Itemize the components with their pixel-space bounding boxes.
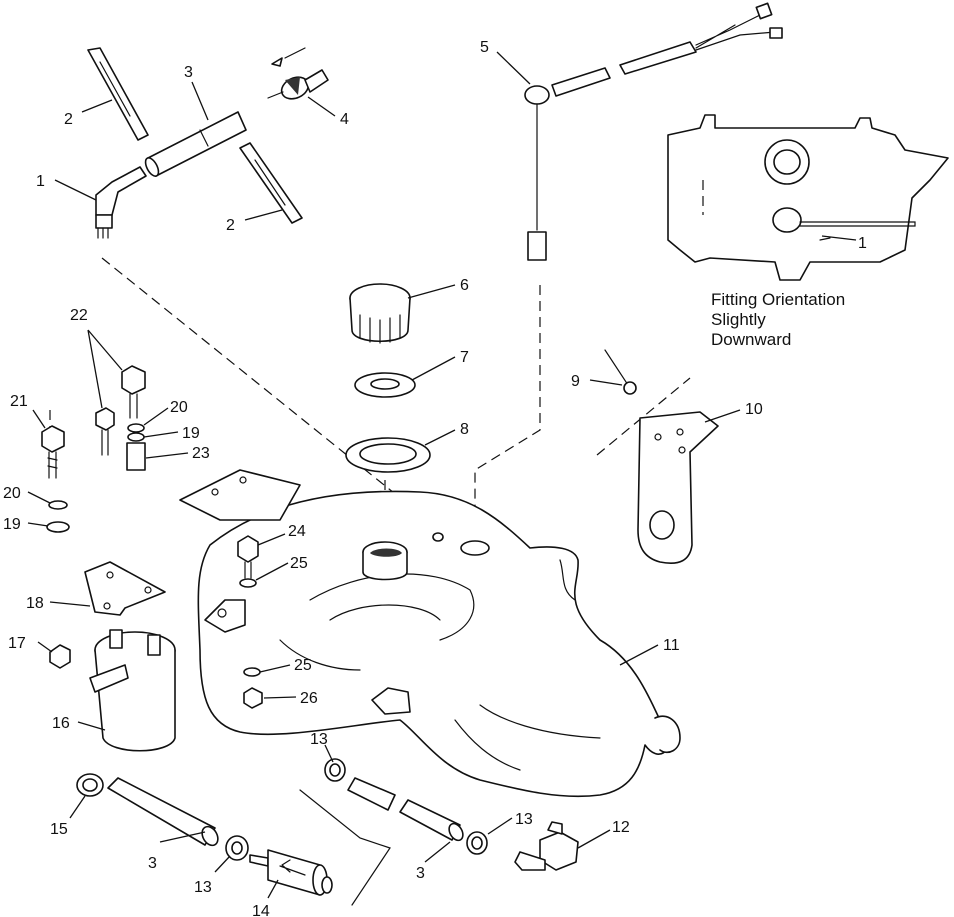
- note-line-1: Fitting Orientation: [711, 290, 846, 309]
- fuel-hose-lower-left: [107, 777, 219, 847]
- callout-19-b: 19: [3, 516, 21, 533]
- callout-13-a: 13: [310, 731, 328, 748]
- bolt-22-a: [121, 365, 146, 419]
- callout-1: 1: [36, 173, 45, 190]
- callout-15: 15: [50, 821, 68, 838]
- callout-6: 6: [460, 277, 469, 294]
- callout-3-b: 3: [148, 855, 157, 872]
- mounting-bracket: [637, 411, 719, 564]
- hose-clamp-lower: [239, 142, 303, 224]
- callout-16: 16: [52, 715, 70, 732]
- callout-5: 5: [480, 39, 489, 56]
- washer-20-b: [48, 500, 68, 510]
- bolt-22-b: [95, 407, 115, 456]
- callout-11: 11: [663, 637, 680, 654]
- inset-tank-view: [667, 114, 949, 281]
- nut-17: [49, 644, 71, 669]
- callout-22: 22: [70, 307, 88, 324]
- callout-10: 10: [745, 401, 763, 418]
- hose-clamp-13-c: [225, 835, 249, 861]
- fuel-hose-upper: [144, 111, 247, 177]
- callout-7: 7: [460, 349, 469, 366]
- fitting-orientation-note: Fitting Orientation Slightly Downward: [711, 290, 845, 350]
- washer-20-a: [127, 423, 145, 433]
- callout-19-a: 19: [182, 425, 200, 442]
- note-line-2: Slightly: [711, 310, 766, 329]
- washer-25-b: [243, 667, 261, 677]
- bolt-21: [41, 425, 65, 479]
- washer-19-a: [127, 432, 145, 442]
- callout-1-inset: 1: [858, 235, 867, 252]
- bolt-24: [237, 535, 259, 579]
- callout-24: 24: [288, 523, 306, 540]
- fuel-pump-16: [89, 629, 176, 752]
- hose-clamp-13-b: [466, 831, 488, 855]
- callout-25-a: 25: [290, 555, 308, 572]
- hose-clamp-13-a: [324, 758, 346, 782]
- callout-18: 18: [26, 595, 44, 612]
- callout-21: 21: [10, 393, 28, 410]
- callout-13-b: 13: [515, 811, 533, 828]
- filler-ring: [345, 437, 431, 473]
- callout-23: 23: [192, 445, 210, 462]
- callout-labels: 1 1 2 2 3 3 3 4 5 6 7 8 9 10 11 12 13 13…: [3, 39, 867, 917]
- mounting-plate-18: [84, 561, 166, 616]
- callout-9: 9: [571, 373, 580, 390]
- callout-20-a: 20: [170, 399, 188, 416]
- nut-26: [243, 687, 263, 709]
- leader-lines: [27, 51, 857, 899]
- lower-hose-routing-lines: [299, 789, 391, 906]
- fuel-tank: [197, 490, 681, 798]
- fuel-cap: [349, 283, 411, 344]
- fuel-filter-14: [249, 849, 333, 896]
- washer-25-a: [239, 578, 257, 588]
- upper-mounting-plate: [179, 469, 301, 521]
- callout-4: 4: [340, 111, 349, 128]
- hose-clamp-15: [76, 773, 104, 797]
- callout-20-b: 20: [3, 485, 21, 502]
- washer-19-b: [46, 521, 70, 533]
- cap-gasket: [354, 372, 416, 398]
- fuel-sender: [524, 2, 783, 261]
- callout-13-c: 13: [194, 879, 212, 896]
- callout-2-a: 2: [64, 111, 73, 128]
- callout-8: 8: [460, 421, 469, 438]
- spacer-23: [126, 442, 146, 471]
- note-line-3: Downward: [711, 330, 792, 349]
- callout-14: 14: [252, 903, 270, 917]
- callout-3-c: 3: [416, 865, 425, 882]
- callout-17: 17: [8, 635, 26, 652]
- bracket-bolt: [604, 349, 637, 395]
- callout-25-b: 25: [294, 657, 312, 674]
- callout-3-a: 3: [184, 64, 193, 81]
- fuel-hose-lower-right: [347, 777, 464, 842]
- fuel-elbow-fitting: [95, 166, 147, 239]
- hose-clamp-upper: [87, 47, 149, 141]
- fuel-filter-inline: [267, 47, 329, 100]
- elbow-fitting-12: [514, 821, 579, 871]
- callout-12: 12: [612, 819, 630, 836]
- callout-26: 26: [300, 690, 318, 707]
- callout-2-b: 2: [226, 217, 235, 234]
